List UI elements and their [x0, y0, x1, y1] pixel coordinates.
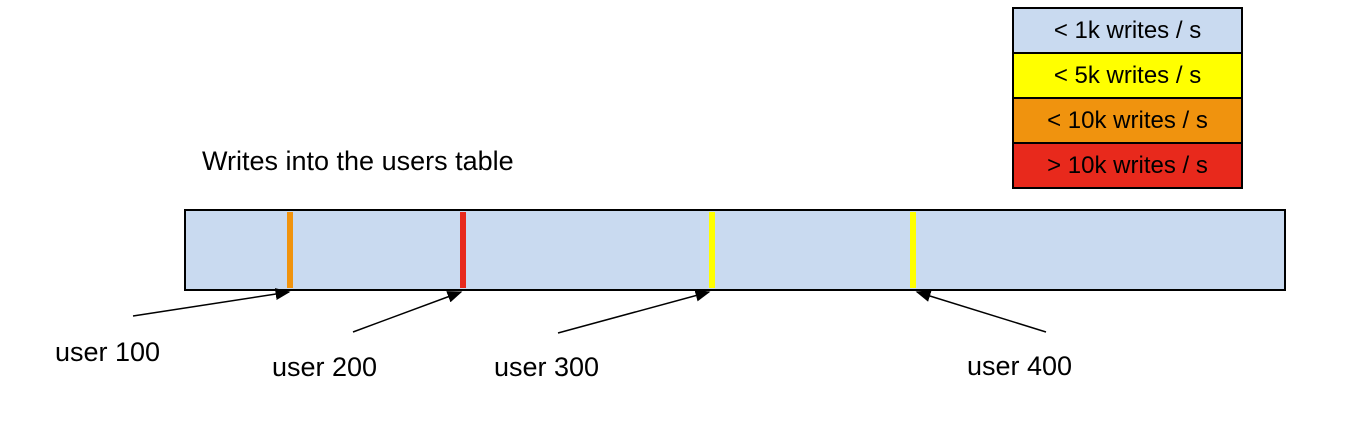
annotation-arrow: [915, 290, 1047, 333]
legend-item-lt-5k: < 5k writes / s: [1012, 52, 1243, 99]
user-label: user 300: [494, 352, 599, 382]
diagram-title: Writes into the users table: [202, 146, 514, 176]
legend: < 1k writes / s< 5k writes / s< 10k writ…: [1012, 7, 1243, 189]
legend-item-gt-10k: > 10k writes / s: [1012, 142, 1243, 189]
annotation-arrow: [557, 289, 711, 334]
user-label: user 400: [967, 351, 1072, 381]
user-label: user 100: [55, 337, 160, 367]
annotation-arrow: [132, 288, 291, 317]
users-table-bar: [184, 209, 1286, 291]
annotation-arrow: [352, 291, 463, 333]
legend-item-lt-1k: < 1k writes / s: [1012, 7, 1243, 54]
user-label: user 200: [272, 352, 377, 382]
